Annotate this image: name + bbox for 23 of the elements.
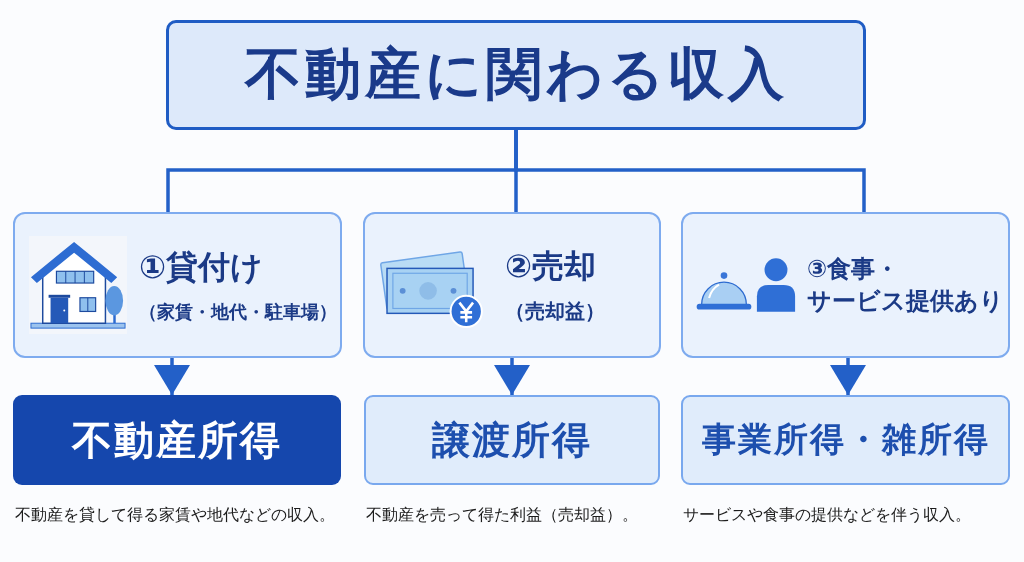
income-type-box bbox=[13, 395, 341, 485]
description-text: 不動産を貸して得る家賃や地代などの収入。 bbox=[15, 505, 335, 526]
category-box bbox=[13, 212, 342, 358]
income-type-label: 事業所得・雑所得 bbox=[701, 418, 990, 461]
heading-text: ③食事・サービス提供あり bbox=[807, 253, 1005, 317]
subheading-text: （売却益） bbox=[505, 298, 605, 326]
income-type-label: 不動産所得 bbox=[72, 415, 282, 465]
subheading-text: （家賃・地代・駐車場） bbox=[139, 299, 337, 324]
income-type-box bbox=[681, 395, 1010, 485]
title-text: 不動産に関わる収入 bbox=[244, 40, 788, 108]
arrow bbox=[154, 358, 190, 395]
description-text: サービスや食事の提供などを伴う収入。 bbox=[683, 505, 971, 526]
heading-text: ①貸付け bbox=[139, 247, 264, 289]
connector-line bbox=[514, 130, 866, 212]
description-text: 不動産を売って得た利益（売却益）。 bbox=[366, 505, 638, 526]
arrow bbox=[830, 358, 866, 395]
income-type-label: 譲渡所得 bbox=[432, 416, 592, 464]
income-type-box bbox=[364, 395, 660, 485]
arrow bbox=[494, 358, 530, 395]
title-box bbox=[166, 20, 866, 130]
category-box bbox=[681, 212, 1010, 358]
heading-text: ②売却 bbox=[505, 245, 597, 287]
category-box bbox=[363, 212, 661, 358]
